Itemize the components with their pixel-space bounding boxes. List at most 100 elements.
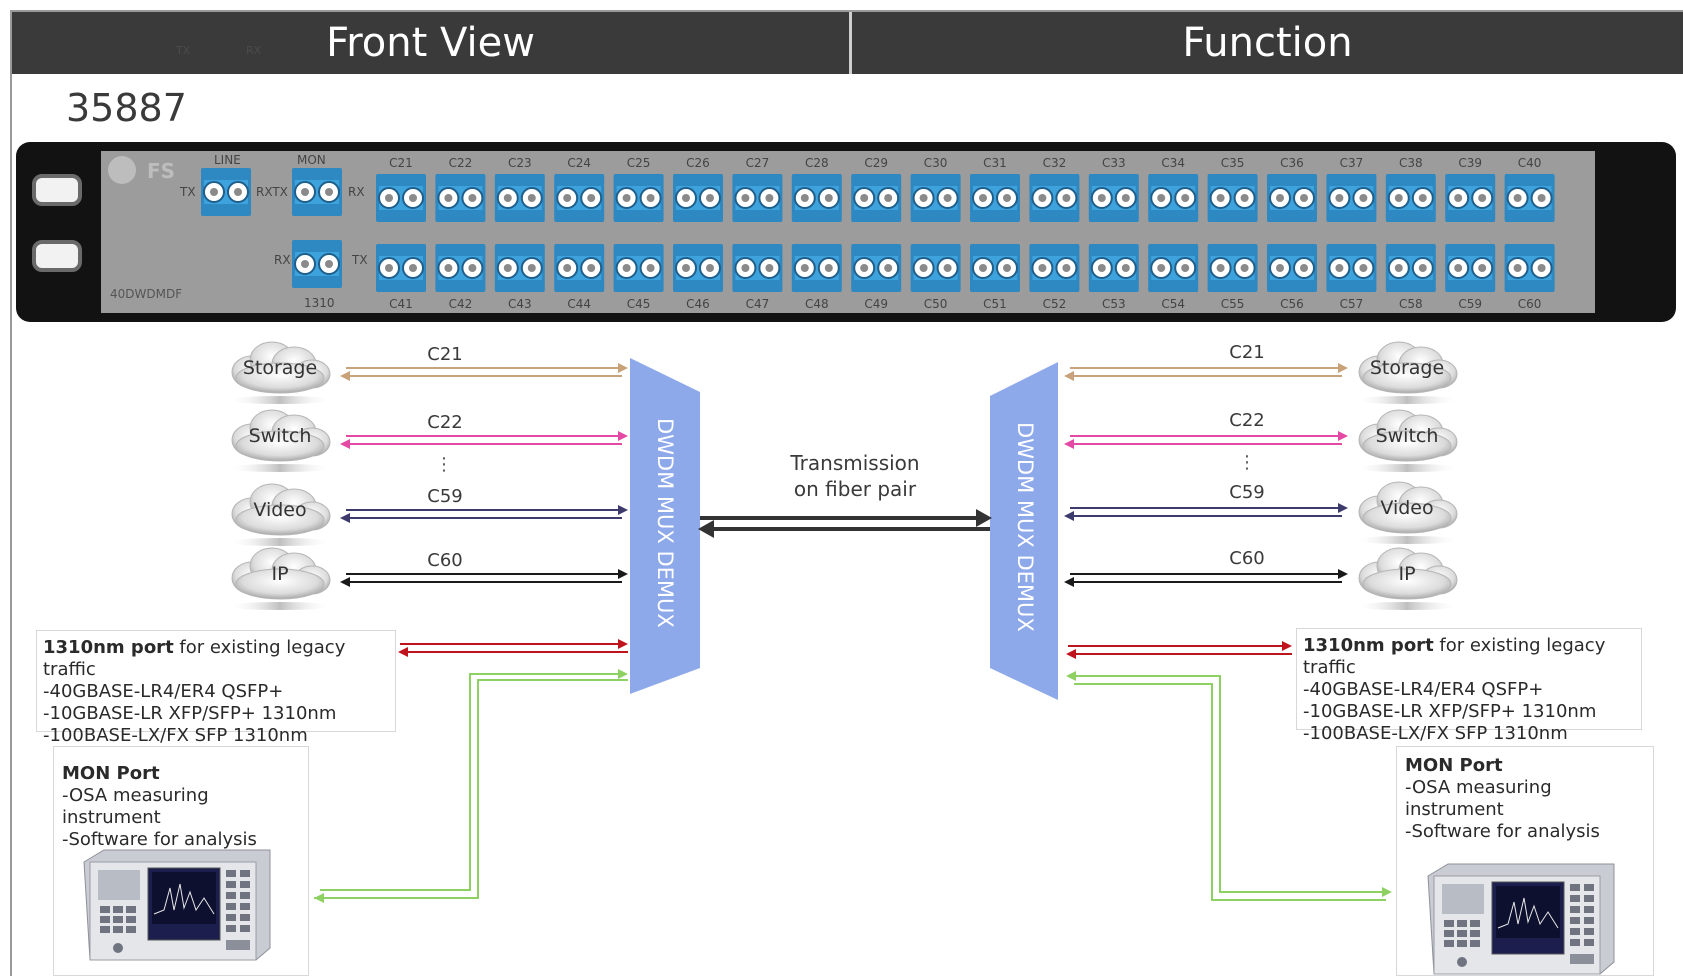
channel-port-C45 [613, 244, 664, 292]
channel-port-C52 [1029, 244, 1080, 292]
channel-label-C53: C53 [1102, 297, 1126, 311]
channel-port-C50 [910, 244, 961, 292]
legacy-line: -40GBASE-LR4/ER4 QSFP+ [1303, 679, 1544, 700]
channel-label-C49: C49 [864, 297, 888, 311]
ellipsis-left: ⋮ [435, 454, 453, 475]
channel-label-C59: C59 [1458, 297, 1482, 311]
channel-tag-C21-left: C21 [427, 344, 462, 365]
channel-label-C47: C47 [746, 297, 770, 311]
mon-title: MON Port [62, 763, 160, 784]
channel-label-C55: C55 [1221, 297, 1245, 311]
mon-arrowhead [1066, 671, 1076, 681]
channel-label-C44: C44 [567, 297, 591, 311]
cloud-ip-left: IP [228, 547, 332, 610]
cloud-storage-right: Storage [1355, 341, 1459, 404]
channel-port-C42 [435, 244, 486, 292]
channel-label-C41: C41 [389, 297, 413, 311]
legacy-info-left: 1310nm port for existing legacy traffic … [36, 630, 396, 746]
channel-port-C35 [1207, 174, 1258, 222]
ghost-rx-label: RX [246, 44, 262, 57]
mon-route-left [314, 673, 628, 899]
channel-port-C40 [1504, 174, 1555, 222]
front-view-header: Front View [12, 12, 852, 74]
channel-tag-C59-right: C59 [1229, 482, 1264, 503]
channel-port-C37 [1326, 174, 1377, 222]
channel-label-C51: C51 [983, 297, 1007, 311]
channel-label-C35: C35 [1221, 156, 1245, 170]
legacy-line: -100BASE-LX/FX SFP 1310nm [43, 725, 308, 746]
port1310-rx-label: RX [274, 253, 291, 267]
cloud-ip-right-label: IP [1398, 563, 1415, 585]
arrow-switch-right [1064, 431, 1348, 449]
channel-tag-C60-right: C60 [1229, 548, 1264, 569]
cloud-ip-left-label: IP [271, 563, 288, 585]
line-tx-label: TX [179, 185, 196, 199]
mon-title: MON Port [1405, 755, 1503, 776]
channel-port-C47 [732, 244, 783, 292]
legacy-title-rest: for existing legacy traffic [1303, 635, 1606, 678]
transmission-fiber-arrows [698, 509, 992, 538]
channel-label-C57: C57 [1340, 297, 1364, 311]
channel-tag-C22-right: C22 [1229, 410, 1264, 431]
channel-label-C27: C27 [746, 156, 770, 170]
channel-label-C26: C26 [686, 156, 710, 170]
legacy-line: -10GBASE-LR XFP/SFP+ 1310nm [43, 703, 337, 724]
channel-port-C51 [970, 244, 1020, 292]
channel-label-C43: C43 [508, 297, 532, 311]
channel-label-C38: C38 [1399, 156, 1423, 170]
channel-label-C32: C32 [1043, 156, 1067, 170]
channel-port-C41 [376, 244, 426, 292]
channel-label-C40: C40 [1518, 156, 1542, 170]
transmission-label-1: Transmission [789, 451, 919, 475]
channel-label-C46: C46 [686, 297, 710, 311]
channel-port-C29 [851, 174, 902, 222]
channel-port-C54 [1148, 244, 1199, 292]
channel-port-C24 [554, 174, 605, 222]
channel-label-C60: C60 [1518, 297, 1542, 311]
legacy-arrows-right [1066, 641, 1292, 659]
channel-label-C31: C31 [983, 156, 1007, 170]
mon-port-box-left: MON Port -OSA measuring instrument -Soft… [53, 746, 309, 976]
channel-tag-C22-left: C22 [427, 412, 462, 433]
channel-port-C22 [435, 174, 486, 222]
cloud-video-right-label: Video [1380, 497, 1433, 519]
channel-port-C33 [1088, 174, 1139, 222]
channel-port-C36 [1267, 174, 1317, 222]
arrow-ip-right [1064, 569, 1348, 587]
channel-port-C48 [791, 244, 842, 292]
channel-port-C32 [1029, 174, 1080, 222]
rxtx-label: RXTX [256, 185, 288, 199]
mon-port-adapter [292, 168, 342, 216]
channel-port-C34 [1148, 174, 1199, 222]
arrow-video-right [1064, 503, 1348, 521]
ghost-tx-label: TX [176, 44, 191, 57]
channel-port-C27 [732, 174, 783, 222]
mon-route-right [1068, 675, 1386, 901]
channel-port-C58 [1385, 244, 1436, 292]
channel-port-C38 [1385, 174, 1436, 222]
arrow-storage-left [340, 363, 628, 381]
channel-port-C49 [851, 244, 902, 292]
channel-label-C37: C37 [1340, 156, 1364, 170]
fs-logo: FS [108, 156, 175, 184]
mux-left-label: DWDM MUX DEMUX [653, 418, 677, 628]
channel-label-C42: C42 [449, 297, 473, 311]
line-port-adapter [201, 168, 251, 216]
mon-line: -OSA measuring instrument [62, 785, 209, 828]
mon-arrowhead [1382, 887, 1392, 897]
channel-port-C59 [1445, 244, 1496, 292]
cloud-storage-left-label: Storage [243, 357, 317, 379]
channel-label-C50: C50 [924, 297, 948, 311]
legacy-title: 1310nm port [1303, 635, 1434, 656]
channel-port-C43 [494, 244, 545, 292]
transmission-label-2: on fiber pair [794, 477, 917, 501]
cloud-switch-right: Switch [1355, 409, 1459, 472]
channel-port-C56 [1267, 244, 1317, 292]
mux-right [990, 362, 1058, 700]
cloud-video-left-label: Video [253, 499, 306, 521]
cloud-video-right: Video [1355, 481, 1459, 544]
channel-port-C55 [1207, 244, 1258, 292]
mon-arrowhead [314, 893, 324, 903]
channel-tag-C21-right: C21 [1229, 342, 1264, 363]
